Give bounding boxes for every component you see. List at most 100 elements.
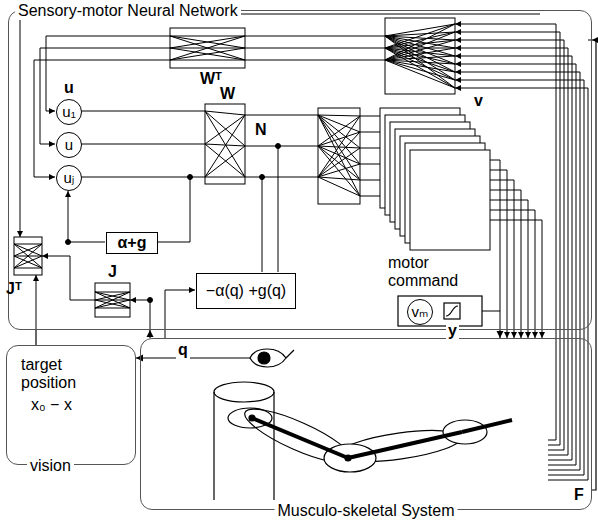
symbol-label: q (176, 341, 190, 359)
wire (548, 480, 588, 481)
node-title: Sensory-motor Neural Network (15, 2, 241, 20)
matrix-link (170, 36, 245, 48)
matrix-link (14, 244, 42, 256)
matrix-link (14, 244, 42, 268)
matrix-link (385, 48, 455, 88)
wire (548, 440, 556, 441)
symbol-label: y (446, 322, 459, 340)
matrix-link (205, 111, 245, 177)
matrix-link (385, 36, 455, 88)
matrix-link (385, 32, 455, 60)
matrix-link (14, 256, 42, 268)
matrix-link (385, 60, 455, 88)
weight-matrix (170, 28, 245, 68)
matrix-link (385, 40, 455, 48)
wire (245, 115, 318, 116)
wire (42, 256, 95, 300)
matrix-link (318, 115, 360, 116)
node-title: target position (21, 356, 111, 392)
wire (548, 475, 584, 476)
wire (36, 275, 37, 330)
symbol-label: F (572, 486, 586, 504)
node-label: −α(q) +g(q) (206, 282, 286, 300)
matrix-link (385, 48, 455, 60)
arm-illustration (214, 296, 512, 500)
matrix-link (318, 115, 360, 148)
elbow-joint (324, 444, 376, 472)
sigmoid-box (444, 303, 460, 319)
signal-connector (592, 40, 596, 490)
matrix-link (95, 292, 130, 293)
neuron-circle: uⱼ (56, 165, 82, 191)
wire (360, 164, 380, 165)
matrix-link (385, 24, 455, 60)
matrix-link (170, 36, 245, 37)
matrix-link (14, 244, 42, 245)
matrix-link (385, 48, 455, 49)
matrix-link (205, 177, 245, 178)
body-cylinder-side (213, 392, 214, 500)
matrix-link (95, 292, 130, 300)
wire (490, 200, 528, 338)
matrix-link (14, 268, 42, 269)
matrix-link (170, 36, 245, 60)
wire (245, 36, 385, 37)
symbol-label: W (218, 85, 237, 103)
matrix-link (14, 256, 42, 268)
symbol-label: v (472, 92, 485, 110)
wire (455, 48, 568, 455)
matrix-link (205, 115, 245, 177)
wire (482, 311, 500, 312)
body-cylinder-side (273, 392, 274, 500)
wire (245, 60, 385, 61)
wire (490, 190, 521, 338)
wire (81, 144, 205, 145)
region-box: Sensory-motor Neural Networku₁uuⱼα+g−α(q… (8, 10, 592, 330)
node-text: x₀ − x (31, 396, 72, 414)
matrix-link (170, 36, 245, 48)
wire (548, 470, 580, 471)
weight-matrix (14, 237, 42, 275)
junction-dot (66, 240, 71, 245)
matrix-link (385, 36, 455, 80)
matrix-link (318, 115, 360, 196)
matrix-link (205, 144, 245, 177)
wire (360, 148, 380, 149)
matrix-link (95, 308, 130, 309)
neuron-box (410, 150, 490, 250)
matrix-link (385, 56, 455, 60)
wire (490, 220, 542, 338)
forearm-bone (348, 432, 462, 458)
matrix-link (170, 60, 245, 61)
symbol-label: motor command (386, 254, 468, 290)
matrix-link (14, 244, 42, 256)
sigmoid-curve (446, 306, 458, 316)
signal-connector (499, 330, 500, 338)
matrix-link (170, 36, 245, 60)
wire (262, 177, 263, 272)
wire (130, 300, 150, 330)
symbol-label: u (62, 79, 76, 97)
matrix-link (318, 148, 360, 177)
wire (245, 48, 385, 49)
junction-dot (260, 175, 265, 180)
joint-dot (249, 415, 255, 421)
symbol-label: N (253, 121, 269, 139)
matrix-link (318, 116, 360, 177)
matrix-link (14, 244, 42, 268)
matrix-link (95, 292, 130, 300)
matrix-link (205, 111, 245, 146)
matrix-link (318, 146, 360, 180)
matrix-link (318, 116, 360, 146)
weight-matrix (318, 108, 360, 204)
joint-dot (345, 455, 351, 461)
wire (548, 445, 560, 446)
wire (360, 196, 380, 197)
junction-dot (188, 175, 193, 180)
node-text: vision (27, 457, 74, 475)
symbol-label: J (106, 263, 119, 281)
